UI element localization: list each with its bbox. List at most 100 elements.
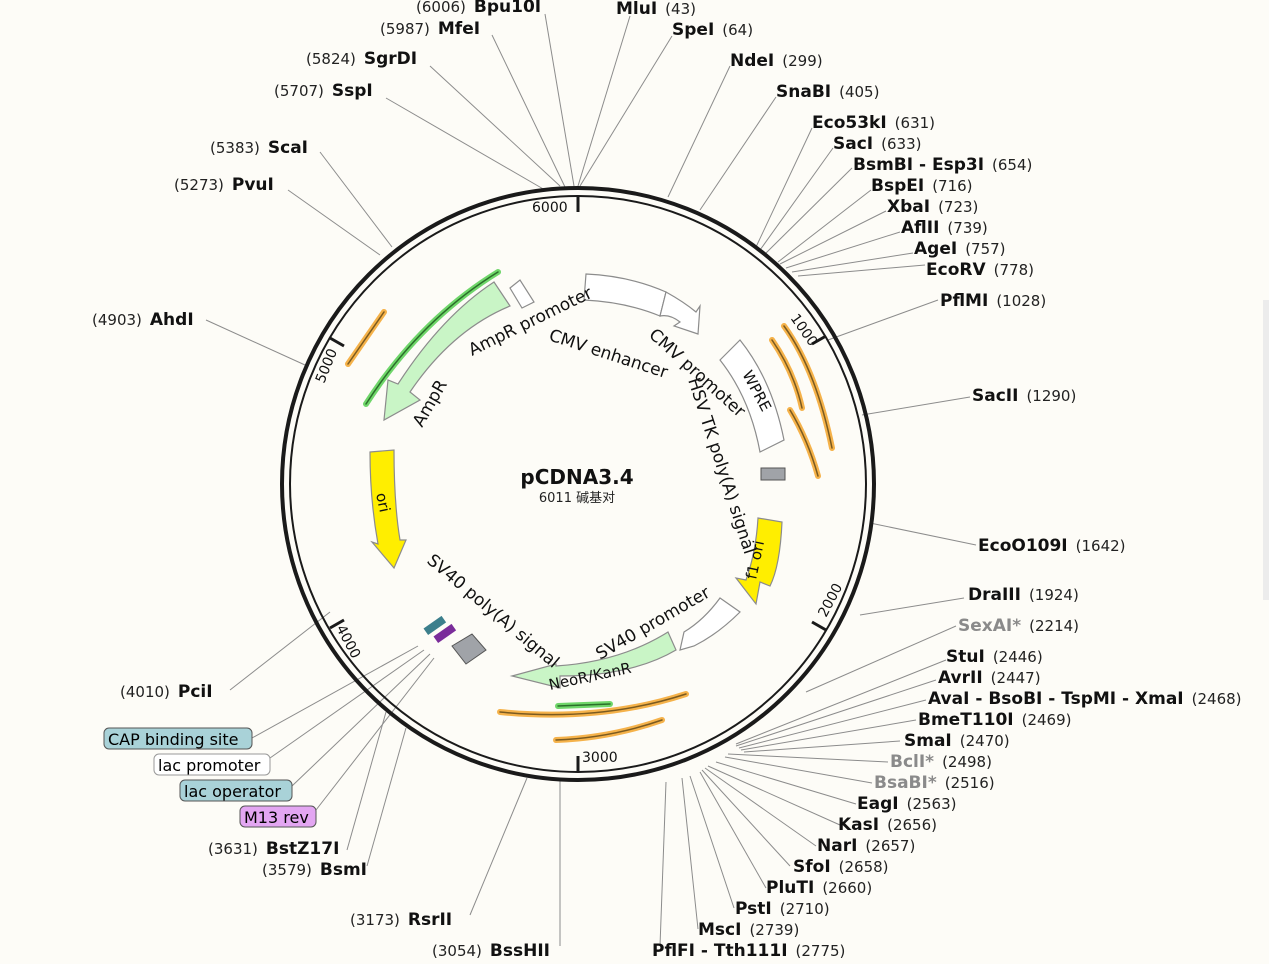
site-label-msci[interactable]: MscI(2739): [698, 920, 799, 940]
site-label-agei[interactable]: AgeI(757): [914, 239, 1006, 259]
leader-sgrdi: [429, 65, 561, 187]
site-label-nari[interactable]: NarI(2657): [817, 836, 915, 856]
leader-agei: [791, 252, 914, 273]
leader-bpu10i: [544, 13, 575, 187]
leader-bspei: [777, 189, 872, 263]
leader-eco53ki: [755, 127, 813, 248]
feature-cmv-promoter-arrow: [659, 291, 701, 335]
site-label-bstz17i[interactable]: (3631)BstZ17I: [208, 839, 339, 859]
leader-sacii: [861, 396, 971, 416]
tag-lac-promoter-box[interactable]: [153, 753, 271, 776]
site-label-aflii[interactable]: AflII(739): [901, 218, 988, 238]
site-label-pluti[interactable]: PluTI(2660): [766, 878, 872, 898]
site-label-bspei[interactable]: BspEI(716): [871, 176, 973, 196]
tag-m13-rev-box[interactable]: [239, 805, 317, 828]
leader-smai: [743, 740, 901, 753]
site-label-pcii[interactable]: (4010)PciI: [120, 682, 213, 702]
primer-arrow-left-1-core: [347, 311, 385, 365]
site-label-avai-group[interactable]: AvaI - BsoBI - TspMI - XmaI(2468): [928, 689, 1242, 709]
site-label-eagi[interactable]: EagI(2563): [857, 794, 956, 814]
tick-mark-1000: [811, 334, 827, 346]
feature-wpre-box: [719, 339, 785, 453]
site-label-ecorv[interactable]: EcoRV(778): [926, 260, 1034, 280]
site-label-spei[interactable]: SpeI(64): [672, 20, 753, 40]
site-label-bpu10i[interactable]: (6006)Bpu10I: [416, 0, 541, 17]
site-label-stui[interactable]: StuI(2446): [946, 647, 1043, 667]
leader-cap: [251, 645, 419, 739]
primer-arrow-bottom-2: [553, 717, 665, 743]
leader-stui: [735, 659, 947, 745]
leader-rsrii: [469, 777, 528, 916]
site-label-bmet110i[interactable]: BmeT110I(2469): [918, 710, 1072, 730]
tag-m13-rev-label: M13 rev: [244, 808, 309, 827]
vertical-scrollbar[interactable]: [1263, 300, 1269, 600]
leader-lacprom: [269, 649, 425, 759]
site-label-sspi[interactable]: (5707)SspI: [274, 81, 373, 101]
site-label-saci[interactable]: SacI(633): [833, 134, 921, 154]
leader-snabi: [699, 96, 777, 211]
primer-arrows: [345, 269, 835, 743]
site-label-kasi[interactable]: KasI(2656): [838, 815, 937, 835]
primer-arrow-bottom-1-core: [499, 693, 687, 716]
leader-bstz17i: [346, 711, 387, 851]
tag-cap-binding-site-box[interactable]: [103, 727, 253, 750]
feature-sv40-polya-box: [451, 633, 487, 665]
leader-sexai: [805, 625, 957, 693]
leader-draiii: [859, 597, 965, 616]
site-label-avrii[interactable]: AvrII(2447): [938, 668, 1041, 688]
feature-lac-region-teal: [423, 615, 447, 636]
leader-aflii: [785, 231, 901, 269]
scale-ticks: [329, 196, 827, 772]
site-label-scai[interactable]: (5383)ScaI: [210, 138, 308, 158]
tick-mark-4000: [329, 618, 345, 630]
tag-boxes: CAP binding site lac promoter lac operat…: [103, 727, 317, 828]
site-label-rsrii[interactable]: (3173)RsrII: [350, 910, 452, 930]
site-label-smai[interactable]: SmaI(2470): [904, 731, 1010, 751]
tick-label-5000: 5000: [313, 346, 341, 385]
site-label-pflfi-tth111i[interactable]: PflFI - Tth111I(2775): [652, 941, 845, 961]
site-label-xbai[interactable]: XbaI(723): [887, 197, 978, 217]
leader-ecorv: [797, 264, 926, 277]
site-label-bsabi[interactable]: BsaBI*(2516): [874, 773, 995, 793]
primer-arrow-right-3: [787, 407, 821, 479]
tag-lac-promoter-label: lac promoter: [158, 756, 261, 775]
site-label-sacii[interactable]: SacII(1290): [972, 386, 1076, 406]
site-label-sgrdi[interactable]: (5824)SgrDI: [306, 49, 417, 69]
leader-pvui: [287, 189, 381, 256]
site-label-psti[interactable]: PstI(2710): [735, 899, 830, 919]
feature-sv40-promoter-arrow: [679, 597, 741, 651]
feature-cmv-enhancer-arrow: [583, 273, 667, 317]
feature-sv40-polya-label: SV40 poly(A) signal: [423, 551, 563, 673]
site-label-bcli[interactable]: BclI*(2498): [890, 752, 992, 772]
site-label-mfei[interactable]: (5987)MfeI: [380, 19, 480, 39]
leader-bsmbi: [765, 167, 853, 254]
site-label-pvui[interactable]: (5273)PvuI: [174, 175, 274, 195]
site-label-sexai[interactable]: SexAI*(2214): [958, 616, 1079, 636]
tick-label-6000: 6000: [532, 200, 568, 216]
leader-spei: [579, 35, 673, 187]
site-label-mlui[interactable]: MluI(43): [616, 0, 696, 19]
leader-ahdi: [205, 319, 306, 366]
site-label-ndei[interactable]: NdeI(299): [730, 51, 823, 71]
site-label-sfoi[interactable]: SfoI(2658): [793, 857, 889, 877]
site-label-pflmi[interactable]: PflMI(1028): [940, 291, 1046, 311]
site-label-bsmi[interactable]: (3579)BsmI: [262, 860, 367, 880]
site-label-draiii[interactable]: DraIII(1924): [968, 585, 1079, 605]
site-label-snabi[interactable]: SnaBI(405): [776, 82, 879, 102]
primer-arrow-ampr-green-core: [365, 271, 499, 405]
site-label-eco53ki[interactable]: Eco53kI(631): [812, 113, 935, 133]
site-label-bsmbi-esp3i[interactable]: BsmBI - Esp3I(654): [853, 155, 1032, 175]
site-label-ahdi[interactable]: (4903)AhdI: [92, 310, 194, 330]
tag-lac-operator-box[interactable]: [179, 779, 293, 802]
site-label-ecoo109i[interactable]: EcoO109I(1642): [978, 536, 1126, 556]
tag-cap-binding-site-label: CAP binding site: [108, 730, 238, 749]
leader-avrii: [735, 679, 937, 747]
site-label-bsshii[interactable]: (3054)BssHII: [432, 941, 550, 961]
leader-nari: [704, 767, 817, 847]
feature-ampr-promoter-arrow: [509, 279, 535, 309]
leader-bsmi: [366, 727, 407, 867]
primer-arrow-bottom-2-core: [555, 719, 663, 741]
leader-xbai: [779, 210, 887, 265]
primer-arrow-right-3-core: [789, 409, 819, 477]
